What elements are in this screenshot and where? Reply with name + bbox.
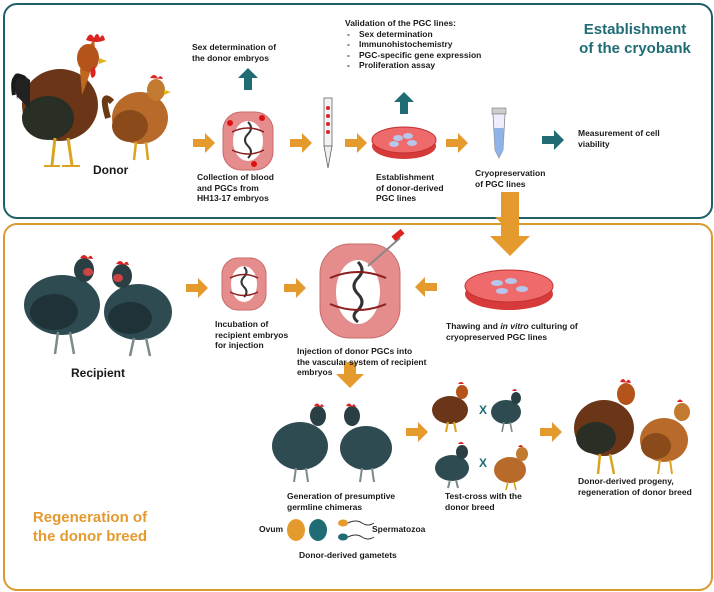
validation-item: Sex determination [345, 29, 515, 40]
sex-determination-line1: Sex determination of [192, 42, 277, 52]
arrow-right-icon [186, 278, 208, 298]
injection-line3: embryos [297, 367, 333, 377]
cryopreservation-label: Cryopreservation of PGC lines [475, 168, 565, 189]
establishment-title: Establishment of the cryobank [572, 20, 698, 58]
validation-item: PGC-specific gene expression [345, 50, 515, 61]
recipient-hen-icon [24, 255, 100, 355]
thawing-line2: cryopreserved PGC lines [446, 331, 548, 342]
injection-line1: Injection of donor PGCs into [297, 346, 413, 356]
spermatozoa-label: Spermatozoa [372, 524, 426, 534]
chimeras-line2: germline chimeras [287, 501, 363, 512]
thawing-pre: Thawing and [446, 321, 501, 331]
testcross-rooster2-icon [435, 442, 469, 489]
establishment-pgc-label: Establishment of donor-derived PGC lines [376, 172, 466, 204]
incubation-line2: recipient embryos [215, 329, 289, 340]
incubation-line1: Incubation of [215, 319, 269, 329]
validation-list: Sex determination Immunohistochemistry P… [345, 29, 515, 71]
sex-determination-line2: the donor embryos [192, 52, 269, 63]
spermatozoa-icon [338, 519, 375, 541]
donor-embryo-icon [222, 111, 274, 171]
arrow-right-icon [290, 133, 312, 153]
cryotube-icon [491, 107, 507, 159]
testcross-hen2-icon [494, 445, 528, 491]
injection-embryo-icon [319, 228, 405, 339]
regeneration-title-line1: Regeneration of [32, 509, 148, 526]
arrow-right-icon [540, 422, 562, 442]
testcross-line1: Test-cross with the [445, 491, 522, 501]
arrow-right-icon [542, 130, 564, 150]
chimera-rooster-icon [340, 403, 392, 483]
establishment-title-line1: Establishment [583, 21, 687, 38]
establishment-pgc-line1: Establishment [376, 172, 435, 182]
donor-label: Donor [93, 163, 129, 177]
sex-determination-label: Sex determination of the donor embryos [192, 42, 302, 63]
arrow-up-icon [394, 92, 414, 114]
injection-line2: the vascular system of recipient [297, 356, 427, 367]
recipient-embryo-icon [221, 257, 267, 311]
arrow-up-icon [238, 68, 258, 90]
cross-symbol: X [479, 456, 488, 470]
establishment-pgc-line3: PGC lines [376, 193, 417, 203]
thawing-line1: Thawing and in vitro culturing of [446, 321, 596, 332]
progeny-hen-icon [640, 399, 690, 475]
thawing-label: Thawing and in vitro culturing of cryopr… [446, 321, 596, 342]
progeny-line1: Donor-derived progeny, [578, 476, 674, 486]
arrow-right-icon [193, 133, 215, 153]
arrow-right-icon [284, 278, 306, 298]
donor-hen-icon [101, 75, 171, 161]
testcross-line2: donor breed [445, 501, 495, 512]
ovum-label: Ovum [259, 524, 284, 534]
arrow-down-icon [336, 362, 364, 388]
viability-line1: Measurement of cell [578, 128, 660, 138]
establishment-title-line2: of the cryobank [579, 40, 691, 57]
incubation-line3: for injection [215, 340, 264, 350]
incubation-label: Incubation of recipient embryos for inje… [215, 319, 305, 351]
cross-symbol: X [479, 403, 488, 417]
recipient-rooster-icon [104, 261, 172, 357]
collection-line3: HH13-17 embryos [197, 193, 269, 203]
thawing-italic: in vitro [500, 321, 529, 331]
cryobank-panel [3, 3, 713, 219]
collection-line2: and PGCs from [197, 182, 259, 193]
arrow-right-icon [446, 133, 468, 153]
thawing-post: culturing of [528, 321, 578, 331]
petri-dish-icon [371, 126, 437, 159]
gametes-label: Donor-derived gametets [299, 550, 397, 560]
arrow-left-icon [415, 277, 437, 297]
testcross-rooster-icon [432, 382, 468, 433]
validation-heading: Validation of the PGC lines: [345, 18, 456, 28]
pipette-icon [323, 97, 333, 169]
ovum-icon [287, 519, 305, 541]
viability-label: Measurement of cell viability [578, 128, 688, 149]
viability-line2: viability [578, 138, 610, 149]
validation-item: Proliferation assay [345, 60, 515, 71]
recipient-label: Recipient [71, 366, 126, 380]
chimera-hen-icon [272, 403, 328, 483]
validation-item: Immunohistochemistry [345, 39, 515, 50]
chimeras-label: Generation of presumptive germline chime… [287, 491, 397, 512]
regeneration-panel [3, 223, 713, 591]
validation-label: Validation of the PGC lines: Sex determi… [345, 18, 515, 71]
establishment-pgc-line2: of donor-derived [376, 182, 444, 193]
testcross-label: Test-cross with the donor breed [445, 491, 535, 512]
arrow-right-icon [345, 133, 367, 153]
injection-label: Injection of donor PGCs into the vascula… [297, 346, 437, 378]
chimeras-line1: Generation of presumptive [287, 491, 396, 501]
progeny-line2: regeneration of donor breed [578, 486, 692, 497]
ovum-icon [309, 519, 327, 541]
arrow-right-icon [406, 422, 428, 442]
collection-line1: Collection of blood [197, 172, 274, 182]
progeny-rooster-icon [574, 379, 635, 475]
arrow-down-icon [490, 192, 530, 256]
testcross-hen-icon [491, 389, 521, 433]
cryo-line1: Cryopreservation [475, 168, 546, 178]
donor-rooster-icon [11, 34, 107, 167]
progeny-label: Donor-derived progeny, regeneration of d… [578, 476, 708, 497]
cryo-line2: of PGC lines [475, 178, 526, 189]
regeneration-title-line2: the donor breed [32, 528, 148, 545]
thawing-dish-icon [464, 269, 554, 310]
collection-label: Collection of blood and PGCs from HH13-1… [197, 172, 297, 204]
regeneration-title: Regeneration of the donor breed [20, 508, 160, 546]
